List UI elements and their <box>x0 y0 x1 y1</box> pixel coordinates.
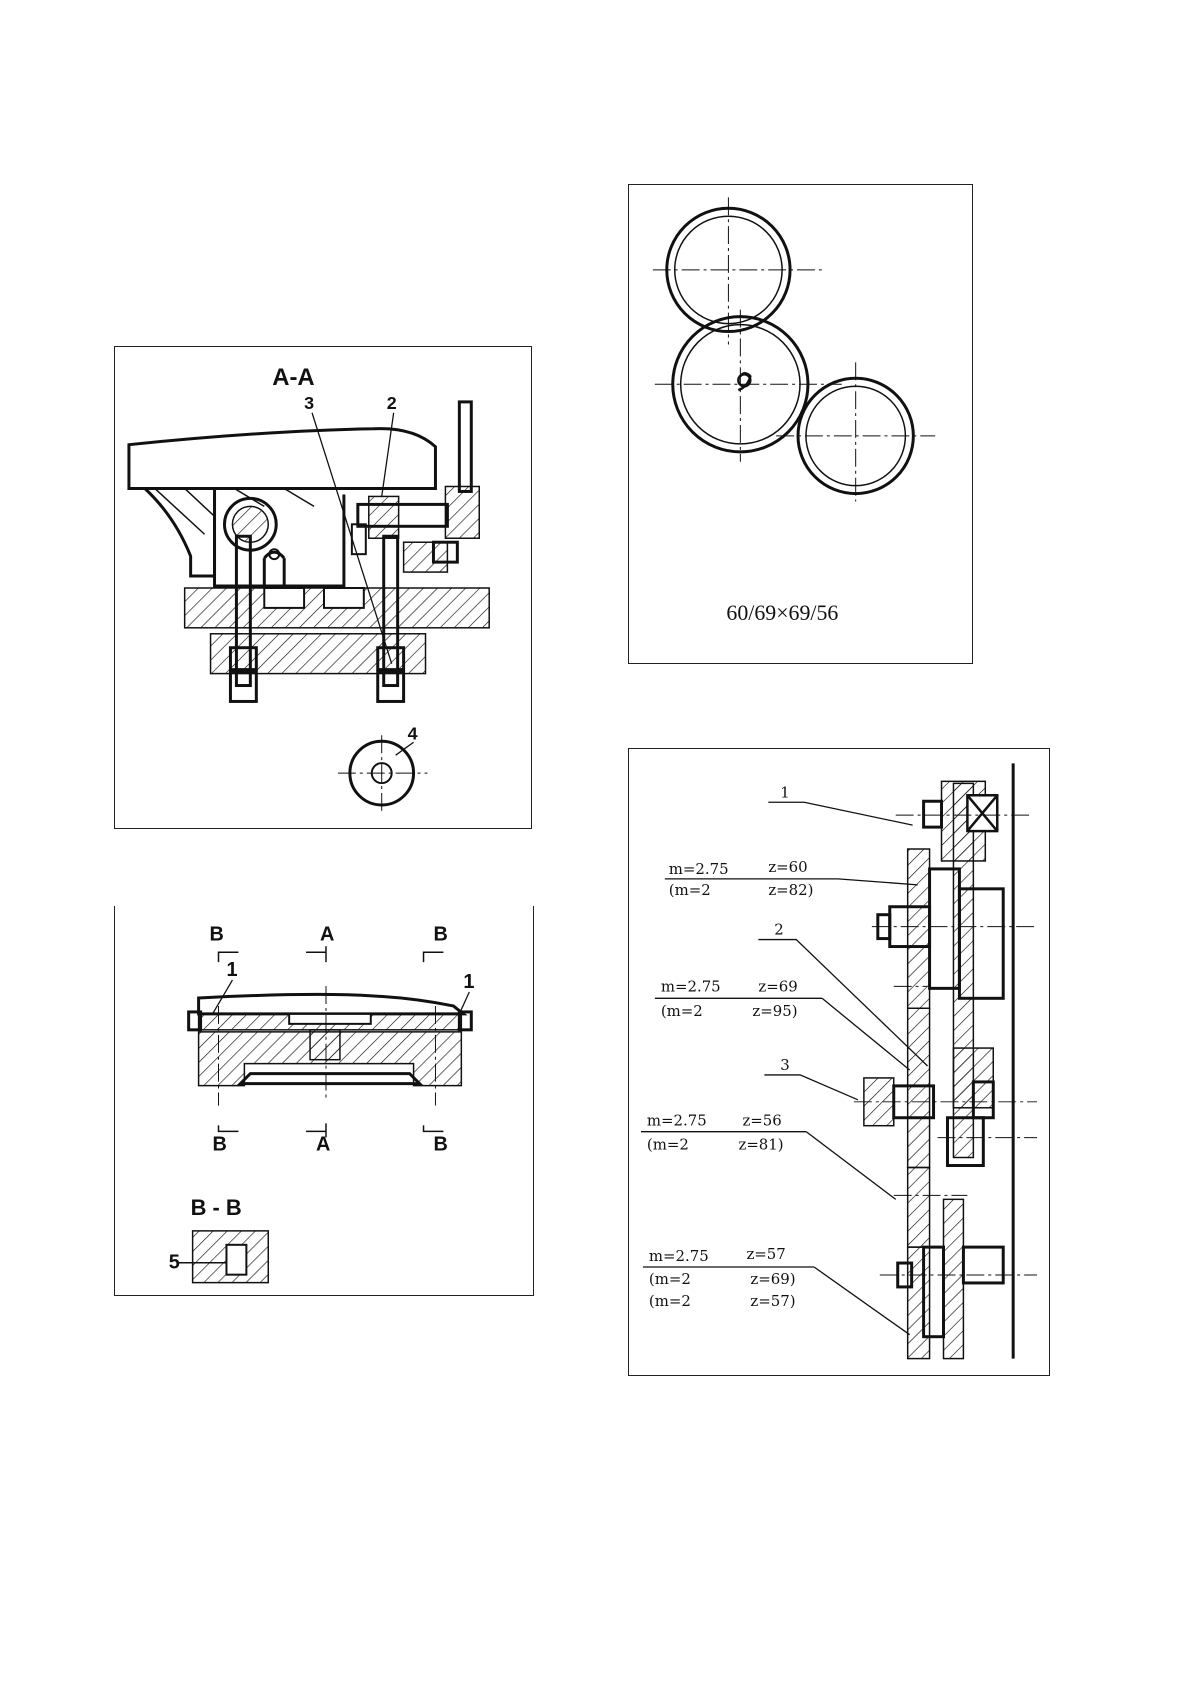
spec-3-z: z=56 <box>742 1112 781 1130</box>
section-aa-drawing: A-A 3 2 4 <box>115 347 531 828</box>
spec-2-z-alt: z=95) <box>752 1002 797 1020</box>
spec-2-m-alt: (m=2 <box>661 1002 703 1020</box>
callout-2: 2 <box>774 921 783 939</box>
mark-a-bottom: A <box>316 1133 330 1155</box>
spec-4-z: z=57 <box>746 1245 785 1263</box>
spec-2-m: m=2.75 <box>661 977 721 995</box>
figure-section-aa: A-A 3 2 4 <box>114 346 532 829</box>
center-pivot <box>310 1030 340 1060</box>
spec-1-m: m=2.75 <box>669 860 729 878</box>
figure-gear-circles: 60/69×69/56 <box>628 184 973 664</box>
table-top-plate <box>199 994 464 1014</box>
gear-ratio-label: 60/69×69/56 <box>726 601 838 625</box>
spec-3-m: m=2.75 <box>647 1112 707 1130</box>
mark-a-top: A <box>320 923 334 945</box>
spec-3-z-alt: z=81) <box>738 1136 783 1154</box>
clamp-block <box>404 542 448 572</box>
spec-1-z: z=60 <box>768 858 807 876</box>
handle-body <box>445 486 479 538</box>
spec-4-z-alt2: z=57) <box>750 1292 795 1310</box>
handle-post <box>459 402 471 492</box>
spec-4-m-alt: (m=2 <box>649 1270 691 1288</box>
callout-3: 3 <box>780 1056 789 1074</box>
lower-plate <box>211 634 426 674</box>
mark-b-top-right: B <box>433 923 447 945</box>
callout-1: 1 <box>780 783 789 801</box>
table-section-drawing: B A B B A B 1 1 B - B 5 <box>115 906 533 1295</box>
callout-1-right: 1 <box>463 971 474 993</box>
callout-3: 3 <box>304 393 314 413</box>
spec-1-m-alt: (m=2 <box>669 881 711 899</box>
bb-title: B - B <box>191 1195 242 1220</box>
base-body <box>145 488 215 576</box>
section-aa-title: A-A <box>272 364 314 391</box>
gear-middle <box>655 310 842 462</box>
gear-z56 <box>908 1167 930 1247</box>
spec-4-m-alt2: (m=2 <box>649 1292 691 1310</box>
gear-z69 <box>908 1008 930 1167</box>
gear-top <box>653 197 824 344</box>
callout-2: 2 <box>387 393 397 413</box>
spec-4-z-alt: z=69) <box>750 1270 795 1288</box>
gear-train-drawing: 1 2 3 m=2.75 z=60 (m=2 z=82) m=2.75 z=69… <box>629 749 1049 1375</box>
spec-2-z: z=69 <box>758 977 797 995</box>
figure-table-section: B A B B A B 1 1 B - B 5 <box>114 906 534 1296</box>
mark-b-bottom-right: B <box>433 1133 447 1155</box>
spec-3-m-alt: (m=2 <box>647 1136 689 1154</box>
spec-1-z-alt: z=82) <box>768 881 813 899</box>
mark-b-top-left: B <box>210 923 224 945</box>
gear-circles-drawing: 60/69×69/56 <box>629 185 972 663</box>
callout-1-left: 1 <box>226 959 237 981</box>
gear-z60 <box>908 849 930 1008</box>
spec-4-m: m=2.75 <box>649 1247 709 1265</box>
figure-gear-train: 1 2 3 m=2.75 z=60 (m=2 z=82) m=2.75 z=69… <box>628 748 1050 1376</box>
mark-b-bottom-left: B <box>213 1133 227 1155</box>
lock-shaft <box>369 496 399 538</box>
callout-4: 4 <box>408 723 418 743</box>
